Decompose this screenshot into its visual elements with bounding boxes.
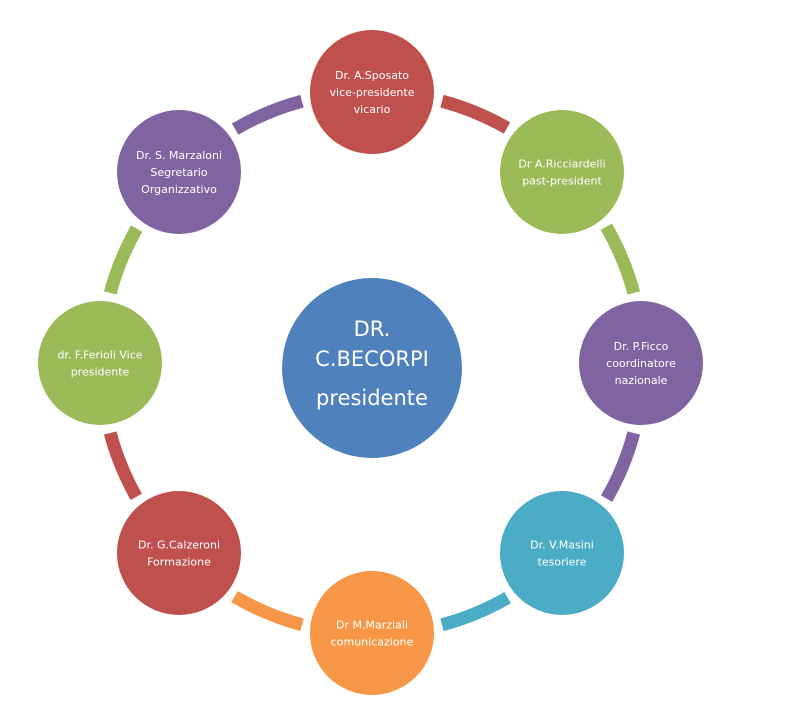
node-circle [310, 30, 434, 154]
node-label-line: Dr A.Ricciardelli [518, 158, 605, 171]
connector-arc [103, 431, 143, 500]
node-label-line: dr. F.Ferioli Vice [57, 349, 142, 362]
node-masini: Dr. V.Masini tesoriere [500, 491, 624, 615]
node-label-line: Dr. P.Ficco [614, 340, 669, 353]
node-circle [500, 110, 624, 234]
node-label-line: Dr M.Marziali [336, 619, 408, 632]
node-circle [38, 301, 162, 425]
node-label-line: Formazione [147, 556, 211, 569]
node-label-line: tesoriere [538, 556, 587, 569]
connector-arc [103, 225, 143, 295]
connector-arc [231, 590, 304, 632]
node-marziali: Dr M.Marziali comunicazione [310, 571, 434, 695]
node-ficco: Dr. P.Ficco coordinatore nazionale [579, 301, 703, 425]
connector-layer [103, 94, 641, 632]
node-ferioli: dr. F.Ferioli Vice presidente [38, 301, 162, 425]
node-label-line: Dr. S. Marzaloni [136, 149, 222, 162]
node-label-line: vicario [354, 103, 391, 116]
center-circle [282, 278, 462, 458]
node-label-line: nazionale [615, 374, 668, 387]
node-label-line: Dr. A.Sposato [335, 69, 409, 82]
node-circle [579, 301, 703, 425]
node-ricciardelli: Dr A.Ricciardelli past-president [500, 110, 624, 234]
node-label-line: Segretario [150, 166, 207, 179]
outer-node-layer: Dr. A.Sposato vice-presidente vicario Dr A.… [38, 30, 703, 695]
node-label-line: Dr. V.Masini [530, 539, 594, 552]
node-circle [310, 571, 434, 695]
connector-arc [600, 223, 641, 295]
node-sposato: Dr. A.Sposato vice-presidente vicario [310, 30, 434, 154]
node-label-line: past-president [522, 175, 602, 188]
connector-arc [600, 431, 641, 502]
connector-arc [440, 591, 511, 632]
node-label-line: presidente [71, 366, 130, 379]
connector-arc [231, 94, 304, 135]
center-line-1: DR. [354, 317, 391, 341]
center-line-2: C.BECORPI [315, 347, 429, 371]
node-label-line: coordinatore [606, 357, 676, 370]
node-label-line: vice-presidente [330, 86, 415, 99]
node-circle [117, 491, 241, 615]
node-label-line: comunicazione [331, 636, 414, 649]
node-label-line: Dr. G.Calzeroni [138, 539, 220, 552]
node-label-line: Organizzativo [141, 183, 217, 196]
connector-arc [440, 94, 511, 134]
node-circle [117, 110, 241, 234]
center-node: DR. C.BECORPI presidente [282, 278, 462, 458]
center-line-3: presidente [316, 386, 428, 410]
node-circle [500, 491, 624, 615]
